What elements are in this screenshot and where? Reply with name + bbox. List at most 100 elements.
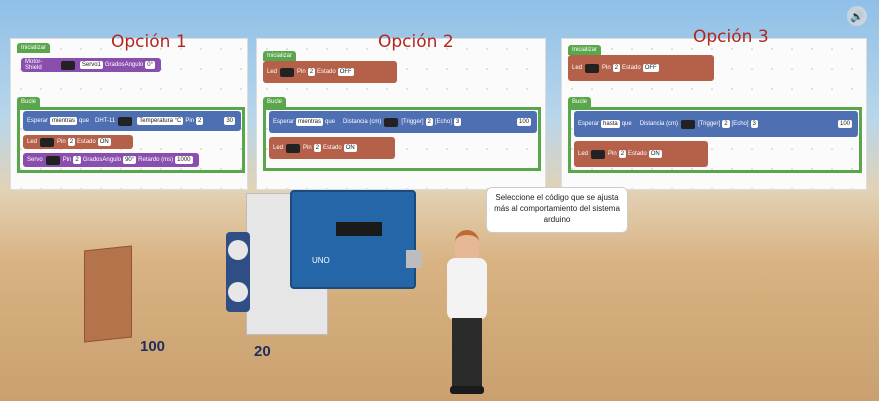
- ultrasonic-eye-bottom: [228, 282, 248, 302]
- led-board-icon: [286, 143, 301, 153]
- dht11-label: DHT-11: [95, 118, 116, 124]
- led-label: Led: [578, 151, 589, 157]
- dht-sensor-icon: [118, 116, 133, 126]
- estado-select[interactable]: ON: [97, 138, 111, 146]
- mientras-select[interactable]: mientras: [296, 118, 324, 126]
- pin-select[interactable]: 2: [307, 68, 316, 76]
- esperar-hasta-block: Esperar hasta que Distancia (cm) [Trigge…: [574, 111, 858, 137]
- pin-select[interactable]: 2: [612, 64, 621, 72]
- trigger-select[interactable]: 2: [722, 120, 730, 128]
- angulo-value[interactable]: 0°: [145, 61, 155, 69]
- pin-label: Pin: [297, 69, 306, 75]
- que-label: que: [621, 121, 632, 127]
- servo-block: Servo Pin 2 Grados Angulo 90° Retardo (m…: [23, 153, 199, 167]
- tutor-avatar: [442, 228, 492, 398]
- pin-select[interactable]: 2: [67, 138, 76, 146]
- option-1-panel[interactable]: Inicializar Motor-Shield Servo1 Grados A…: [10, 38, 248, 190]
- motor-shield-label: Motor-Shield: [25, 59, 43, 71]
- pin-label: Pin: [57, 139, 66, 145]
- estado-select[interactable]: ON: [343, 144, 357, 152]
- estado-label: Estado: [628, 151, 647, 157]
- avatar-shoes: [450, 386, 484, 394]
- estado-select[interactable]: ON: [648, 150, 662, 158]
- led-label: Led: [273, 145, 284, 151]
- led-label: Led: [267, 69, 278, 75]
- pin-label: Pin: [602, 65, 611, 71]
- estado-label: Estado: [622, 65, 641, 71]
- val30-input[interactable]: 30: [224, 117, 235, 125]
- pin-select[interactable]: 2: [73, 156, 81, 164]
- board-label: UNO: [312, 256, 330, 265]
- led-board-icon: [40, 137, 55, 147]
- ultrasonic-icon: [384, 117, 399, 127]
- bucle-frame: [568, 107, 862, 173]
- estado-select[interactable]: OFF: [642, 64, 659, 72]
- led-off-block: Led Pin 2 Estado OFF: [263, 61, 397, 83]
- que-label: que: [79, 118, 90, 124]
- esperar-label: Esperar: [273, 119, 295, 125]
- retardo-value[interactable]: 1000: [175, 156, 193, 164]
- val100-input[interactable]: 100: [516, 118, 531, 126]
- echo-select[interactable]: 3: [453, 118, 462, 126]
- grados-label: Grados: [104, 62, 125, 68]
- grados-label: Grados: [82, 157, 103, 163]
- bucle-label: Bucle: [263, 97, 287, 107]
- angulo-value[interactable]: 90°: [123, 156, 137, 164]
- estado-select[interactable]: OFF: [337, 68, 354, 76]
- bucle-frame: [17, 107, 245, 173]
- distancia-label: Distancia (cm): [343, 119, 382, 125]
- esperar-label: Esperar: [578, 121, 600, 127]
- option-2-panel[interactable]: Inicializar Led Pin 2 Estado OFF Bucle E…: [256, 38, 546, 190]
- trigger-label: [Trigger]: [401, 119, 424, 125]
- bucle-frame: [263, 107, 541, 171]
- val100-input[interactable]: 100: [837, 120, 852, 128]
- echo-select[interactable]: 3: [750, 120, 758, 128]
- bucle-label: Bucle: [568, 97, 592, 107]
- estado-label: Estado: [317, 69, 336, 75]
- microcontroller-chip: [336, 222, 382, 236]
- echo-label: [Echo]: [434, 119, 452, 125]
- pin-select[interactable]: 2: [618, 150, 627, 158]
- mientras-select[interactable]: mientras: [50, 117, 78, 125]
- servo-icon: [45, 155, 60, 165]
- esperar-mientras-block: Esperar mientras que Distancia (cm) [Tri…: [269, 111, 537, 133]
- servo-icon: [61, 60, 75, 70]
- temperatura-select[interactable]: Temperatura °C: [137, 117, 184, 125]
- hasta-select[interactable]: hasta: [601, 120, 620, 128]
- esperar-label: Esperar: [27, 118, 49, 124]
- led-on-block: Led Pin 2 Estado ON: [23, 135, 133, 149]
- trigger-label: [Trigger]: [698, 121, 721, 127]
- led-board-icon: [585, 63, 600, 73]
- que-label: que: [325, 119, 336, 125]
- led-off-block: Led Pin 2 Estado OFF: [568, 55, 714, 81]
- led-label: Led: [572, 65, 583, 71]
- distancia-label: Distancia (cm): [639, 121, 679, 127]
- led-on-block: Led Pin 2 Estado ON: [269, 137, 395, 159]
- option-1-title: Opción 1: [111, 32, 187, 52]
- retardo-label: Retardo (ms): [138, 157, 174, 163]
- inicializar-label: Inicializar: [568, 45, 602, 55]
- pin-select[interactable]: 2: [313, 144, 322, 152]
- trigger-select[interactable]: 2: [425, 118, 433, 126]
- servo-label: Servo: [27, 157, 43, 163]
- estado-label: Estado: [323, 145, 342, 151]
- servo1-slot[interactable]: Servo1: [79, 61, 103, 69]
- angulo-label: Angulo: [124, 62, 144, 68]
- led-board-icon: [591, 149, 606, 159]
- option-3-panel[interactable]: Inicializar Led Pin 2 Estado OFF Bucle E…: [561, 38, 867, 190]
- estado-label: Estado: [77, 139, 96, 145]
- avatar-shirt: [447, 258, 487, 320]
- distance-label-20: 20: [254, 343, 271, 360]
- pin-select[interactable]: 2: [196, 117, 204, 125]
- avatar-pants: [452, 318, 482, 388]
- ultrasonic-icon: [681, 119, 696, 129]
- echo-label: [Echo]: [731, 121, 749, 127]
- esperar-mientras-block: Esperar mientras que DHT-11 Temperatura …: [23, 111, 241, 131]
- speaker-icon[interactable]: 🔊: [847, 6, 867, 26]
- led-label: Led: [27, 139, 38, 145]
- distance-label-100: 100: [140, 338, 166, 355]
- inicializar-label: Inicializar: [263, 51, 297, 61]
- pin-label: Pin: [608, 151, 617, 157]
- pin-label: Pin: [62, 157, 72, 163]
